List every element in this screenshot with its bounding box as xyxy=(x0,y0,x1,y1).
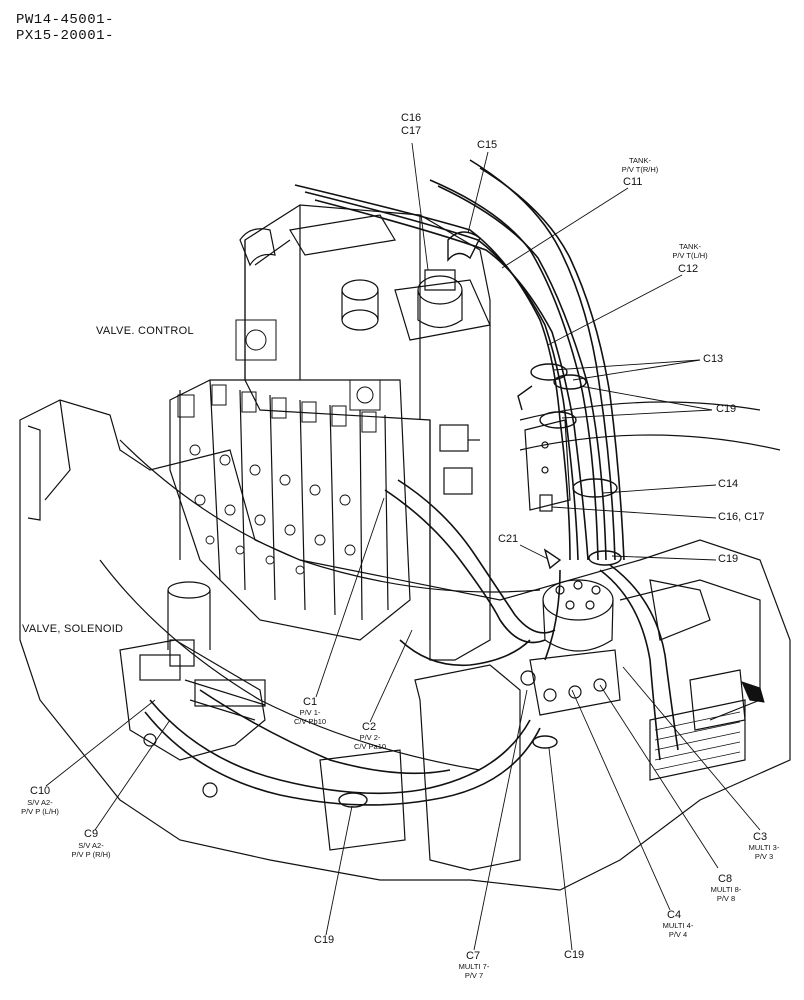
control-valve-stack xyxy=(169,319,411,641)
callout-c10: C10 xyxy=(30,785,51,797)
callout-c3-sub1: MULTI 3- xyxy=(748,843,780,852)
callout-c2: C2 xyxy=(362,721,377,733)
valve-control-label: VALVE. CONTROL xyxy=(96,325,194,337)
callout-c11-sub: TANK- P/V T(R/H) xyxy=(612,156,668,174)
callout-c3: C3 xyxy=(753,831,768,843)
callout-c3-sub2: P/V 3 xyxy=(754,851,774,861)
callout-c10-sub1: S/V A2- xyxy=(27,798,53,807)
callout-c7: C7 xyxy=(466,950,481,962)
callout-c1-sub: P/V 1- C/V Pb10 xyxy=(282,708,338,726)
callout-c2-sub2: C/V Pa10 xyxy=(353,741,387,751)
callout-c19-mid: C19 xyxy=(718,553,739,565)
tank-block xyxy=(244,204,491,661)
base-plate xyxy=(19,399,791,891)
callout-c19-right: C19 xyxy=(716,403,737,415)
callout-c16-c17: C16, C17 xyxy=(718,511,765,523)
callout-c14: C14 xyxy=(718,478,739,490)
callout-c13: C13 xyxy=(703,353,724,365)
callout-c1-sub1: P/V 1- xyxy=(299,708,321,717)
callout-c10-sub: S/V A2- P/V P (L/H) xyxy=(10,798,70,816)
callout-c19-bottom-mid: C19 xyxy=(564,949,585,961)
callout-c9: C9 xyxy=(84,828,99,840)
callout-c4-sub: MULTI 4- P/V 4 xyxy=(650,921,706,939)
model-range-line1: PW14-45001- xyxy=(16,12,114,28)
callout-c12-sub: TANK- P/V T(L/H) xyxy=(662,242,718,260)
callout-c4-sub1: MULTI 4- xyxy=(662,921,694,930)
direction-arrow-mark xyxy=(741,681,765,703)
callout-c2-sub: P/V 2- C/V Pa10 xyxy=(342,733,398,751)
callout-c8-sub1: MULTI 8- xyxy=(710,885,742,894)
model-range-line2: PX15-20001- xyxy=(16,28,114,44)
valve-solenoid-label: VALVE, SOLENOID xyxy=(22,623,124,635)
callout-c9-sub: S/V A2- P/V P (R/H) xyxy=(60,841,122,859)
callout-c9-sub1: S/V A2- xyxy=(78,841,104,850)
callout-c7-sub1: MULTI 7- xyxy=(458,962,490,971)
callout-c11-sub2: P/V T(R/H) xyxy=(621,164,659,174)
callout-c12-sub2: P/V T(L/H) xyxy=(672,250,708,260)
callout-c21: C21 xyxy=(498,533,519,545)
callout-c2-sub1: P/V 2- xyxy=(359,733,381,742)
callout-c19-bottom-left: C19 xyxy=(314,934,335,946)
callout-c16-top: C16 xyxy=(401,112,422,124)
callout-c15: C15 xyxy=(477,139,498,151)
callout-c1-sub2: C/V Pb10 xyxy=(293,716,327,726)
callout-c12-sub1: TANK- xyxy=(679,242,701,251)
callout-c9-sub2: P/V P (R/H) xyxy=(71,849,111,859)
callout-c11: C11 xyxy=(623,176,643,188)
callout-c4: C4 xyxy=(667,909,682,921)
callout-c7-sub: MULTI 7- P/V 7 xyxy=(446,962,502,980)
callout-c11-sub1: TANK- xyxy=(629,156,651,165)
callout-c12: C12 xyxy=(678,263,699,275)
callout-c8: C8 xyxy=(718,873,733,885)
callout-c7-sub2: P/V 7 xyxy=(464,970,484,980)
callout-c17-top: C17 xyxy=(401,125,422,137)
callout-c3-sub: MULTI 3- P/V 3 xyxy=(736,843,792,861)
callout-c4-sub2: P/V 4 xyxy=(668,929,688,939)
callout-c10-sub2: P/V P (L/H) xyxy=(21,806,59,816)
callout-c8-sub2: P/V 8 xyxy=(716,893,736,903)
solenoid-valve-block xyxy=(119,639,266,798)
callout-c8-sub: MULTI 8- P/V 8 xyxy=(698,885,754,903)
callout-c1: C1 xyxy=(303,696,318,708)
multi-control-valve xyxy=(520,579,621,716)
